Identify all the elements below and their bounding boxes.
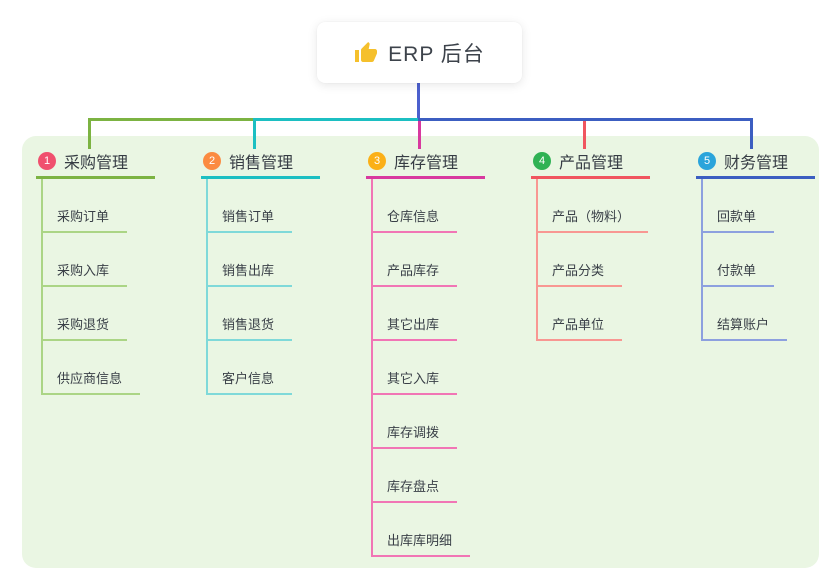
root-node[interactable]: ERP 后台 bbox=[317, 22, 522, 83]
root-title: ERP 后台 bbox=[388, 42, 485, 66]
child-node-label: 销售出库 bbox=[208, 260, 293, 287]
branch-node-3[interactable]: 3 库存管理 bbox=[366, 146, 485, 179]
child-node-label: 仓库信息 bbox=[373, 206, 458, 233]
child-node-label: 采购订单 bbox=[43, 206, 128, 233]
child-node-label: 产品（物料） bbox=[538, 206, 649, 233]
bus-segment-blue bbox=[418, 118, 753, 121]
branch-drop-line-5 bbox=[750, 121, 753, 149]
child-node[interactable]: 采购订单 bbox=[43, 179, 140, 233]
branch-number-badge: 5 bbox=[698, 152, 716, 170]
child-node-label: 销售订单 bbox=[208, 206, 293, 233]
branch-node-4[interactable]: 4 产品管理 bbox=[531, 146, 650, 179]
child-node[interactable]: 采购入库 bbox=[43, 233, 140, 287]
child-node[interactable]: 其它出库 bbox=[373, 287, 470, 341]
child-node-label: 库存调拨 bbox=[373, 422, 458, 449]
branch-number-badge: 4 bbox=[533, 152, 551, 170]
branch-label: 产品管理 bbox=[559, 155, 624, 172]
branch-number-badge: 1 bbox=[38, 152, 56, 170]
child-node[interactable]: 产品（物料） bbox=[538, 179, 649, 233]
child-node[interactable]: 产品单位 bbox=[538, 287, 648, 341]
child-node-label: 采购退货 bbox=[43, 314, 128, 341]
child-node[interactable]: 仓库信息 bbox=[373, 179, 470, 233]
root-stem-line bbox=[417, 83, 420, 118]
child-node-label: 采购入库 bbox=[43, 260, 128, 287]
child-node[interactable]: 供应商信息 bbox=[43, 341, 141, 395]
branch-children-5: 回款单付款单结算账户 bbox=[701, 179, 788, 341]
child-node-label: 其它入库 bbox=[373, 368, 458, 395]
child-node[interactable]: 销售订单 bbox=[208, 179, 293, 233]
child-node[interactable]: 出库库明细 bbox=[373, 503, 471, 557]
child-node-label: 出库库明细 bbox=[373, 530, 471, 557]
thumbs-up-icon bbox=[354, 41, 378, 65]
child-node[interactable]: 产品分类 bbox=[538, 233, 648, 287]
branch-drop-line-4 bbox=[583, 121, 586, 149]
child-node[interactable]: 采购退货 bbox=[43, 287, 140, 341]
branch-drop-line-3 bbox=[418, 121, 421, 149]
child-node-label: 供应商信息 bbox=[43, 368, 141, 395]
branch-number-badge: 3 bbox=[368, 152, 386, 170]
branch-node-5[interactable]: 5 财务管理 bbox=[696, 146, 815, 179]
branch-drop-line-2 bbox=[253, 121, 256, 149]
child-node[interactable]: 其它入库 bbox=[373, 341, 470, 395]
bus-segment-teal bbox=[253, 118, 418, 121]
child-node-label: 产品单位 bbox=[538, 314, 623, 341]
child-node-label: 库存盘点 bbox=[373, 476, 458, 503]
child-node-label: 结算账户 bbox=[703, 314, 788, 341]
branch-label: 财务管理 bbox=[724, 155, 789, 172]
child-node-label: 客户信息 bbox=[208, 368, 293, 395]
child-node-label: 付款单 bbox=[703, 260, 775, 287]
child-node[interactable]: 付款单 bbox=[703, 233, 787, 287]
child-node-label: 其它出库 bbox=[373, 314, 458, 341]
child-node[interactable]: 库存调拨 bbox=[373, 395, 470, 449]
branch-node-1[interactable]: 1 采购管理 bbox=[36, 146, 155, 179]
branch-children-1: 采购订单采购入库采购退货供应商信息 bbox=[41, 179, 141, 395]
child-node[interactable]: 库存盘点 bbox=[373, 449, 470, 503]
branch-label: 采购管理 bbox=[64, 155, 129, 172]
child-node[interactable]: 销售出库 bbox=[208, 233, 293, 287]
child-node-label: 销售退货 bbox=[208, 314, 293, 341]
child-node[interactable]: 产品库存 bbox=[373, 233, 470, 287]
branch-node-2[interactable]: 2 销售管理 bbox=[201, 146, 320, 179]
branch-children-2: 销售订单销售出库销售退货客户信息 bbox=[206, 179, 293, 395]
branch-label: 库存管理 bbox=[394, 155, 459, 172]
child-node[interactable]: 回款单 bbox=[703, 179, 787, 233]
branch-children-3: 仓库信息产品库存其它出库其它入库库存调拨库存盘点出库库明细 bbox=[371, 179, 471, 557]
child-node-label: 回款单 bbox=[703, 206, 775, 233]
branch-children-4: 产品（物料） 产品分类产品单位 bbox=[536, 179, 649, 341]
branches-panel bbox=[22, 136, 819, 568]
child-node[interactable]: 客户信息 bbox=[208, 341, 293, 395]
child-node[interactable]: 销售退货 bbox=[208, 287, 293, 341]
bus-segment-green bbox=[88, 118, 253, 121]
branch-number-badge: 2 bbox=[203, 152, 221, 170]
child-node-label: 产品库存 bbox=[373, 260, 458, 287]
child-node-label: 产品分类 bbox=[538, 260, 623, 287]
branch-drop-line-1 bbox=[88, 121, 91, 149]
branch-label: 销售管理 bbox=[229, 155, 294, 172]
child-node[interactable]: 结算账户 bbox=[703, 287, 788, 341]
